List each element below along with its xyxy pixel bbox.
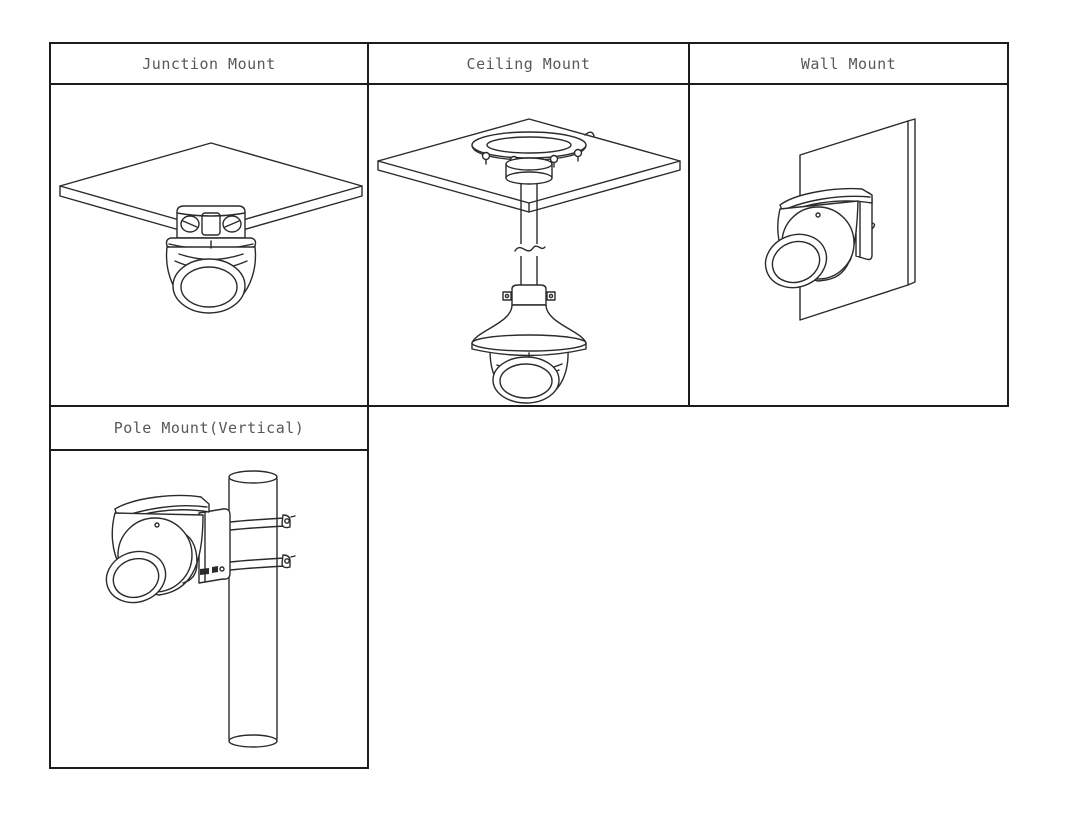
pole-mount-figure [49, 449, 369, 769]
wall-mount-label: Wall Mount [800, 54, 897, 73]
pole-mount-vertical-illustration [105, 470, 296, 748]
junction-mount-label: Junction Mount [142, 54, 276, 73]
ceiling-mount-header: Ceiling Mount [367, 42, 690, 85]
wall-mount-figure [688, 83, 1009, 407]
wall-mount-illustration [764, 118, 916, 321]
ceiling-mount-illustration [377, 118, 681, 404]
wall-mount-header: Wall Mount [688, 42, 1009, 85]
ceiling-mount-label: Ceiling Mount [466, 54, 591, 73]
pole-mount-label: Pole Mount(Vertical) [113, 419, 305, 437]
pole-mount-header: Pole Mount(Vertical) [49, 405, 369, 451]
junction-mount-figure [49, 83, 369, 407]
ceiling-mount-figure [367, 83, 690, 407]
mounting-options-table: Junction Mount Ceiling Mount Wall Mount [49, 42, 1009, 769]
junction-mount-header: Junction Mount [49, 42, 369, 85]
junction-mount-illustration [59, 142, 363, 314]
